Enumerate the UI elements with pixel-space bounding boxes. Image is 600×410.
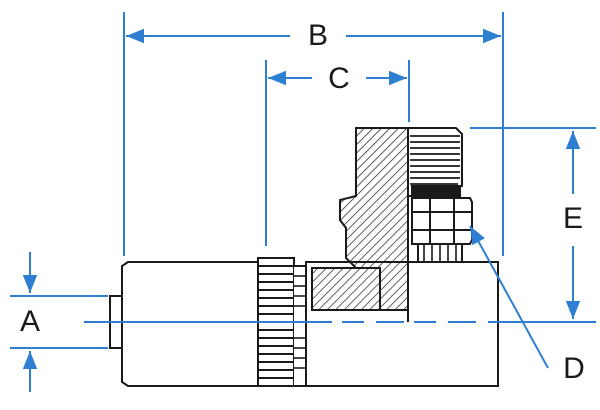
collar-knurling	[258, 265, 294, 379]
dim-d-leader	[469, 225, 549, 369]
dimension-labels: B C E A D	[20, 19, 585, 385]
label-e: E	[563, 202, 583, 235]
rib-marks	[294, 275, 306, 369]
fitting-part	[109, 127, 499, 387]
dimension-lines	[10, 12, 596, 392]
hex-nut	[411, 197, 473, 245]
label-c: C	[328, 62, 350, 95]
socket-body	[121, 261, 259, 387]
collar-ridges	[423, 244, 457, 262]
branch-thread	[410, 135, 460, 185]
seal-band	[411, 185, 461, 197]
label-a: A	[20, 305, 40, 338]
label-b: B	[308, 19, 328, 52]
label-d: D	[563, 352, 585, 385]
run-section-hatch	[311, 267, 381, 311]
